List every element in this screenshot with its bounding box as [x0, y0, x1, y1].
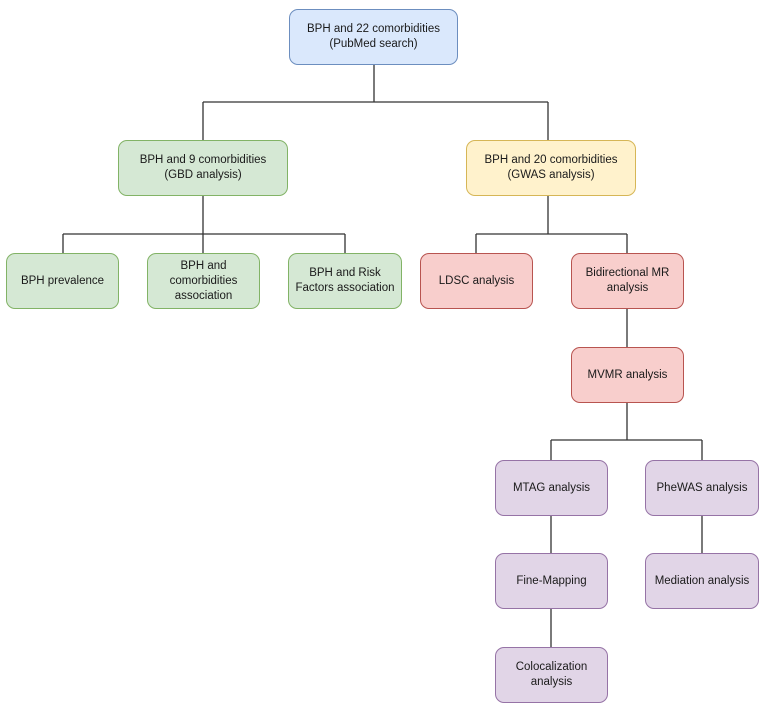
node-phewas-analysis: PheWAS analysis: [645, 460, 759, 516]
node-fine-mapping: Fine-Mapping: [495, 553, 608, 609]
node-ldsc-analysis: LDSC analysis: [420, 253, 533, 309]
node-gbd-analysis: BPH and 9 comorbidities(GBD analysis): [118, 140, 288, 196]
connector-mvmr-children: [550, 403, 703, 460]
connector-gbd-children: [62, 196, 346, 253]
connector-gwas-children: [475, 196, 628, 253]
node-pubmed-search: BPH and 22 comorbidities(PubMed search): [289, 9, 458, 65]
node-gwas-analysis: BPH and 20 comorbidities(GWAS analysis): [466, 140, 636, 196]
node-mvmr-analysis: MVMR analysis: [571, 347, 684, 403]
node-bph-prevalence: BPH prevalence: [6, 253, 119, 309]
node-mediation-analysis: Mediation analysis: [645, 553, 759, 609]
connector-root-branches: [202, 65, 549, 140]
node-mtag-analysis: MTAG analysis: [495, 460, 608, 516]
